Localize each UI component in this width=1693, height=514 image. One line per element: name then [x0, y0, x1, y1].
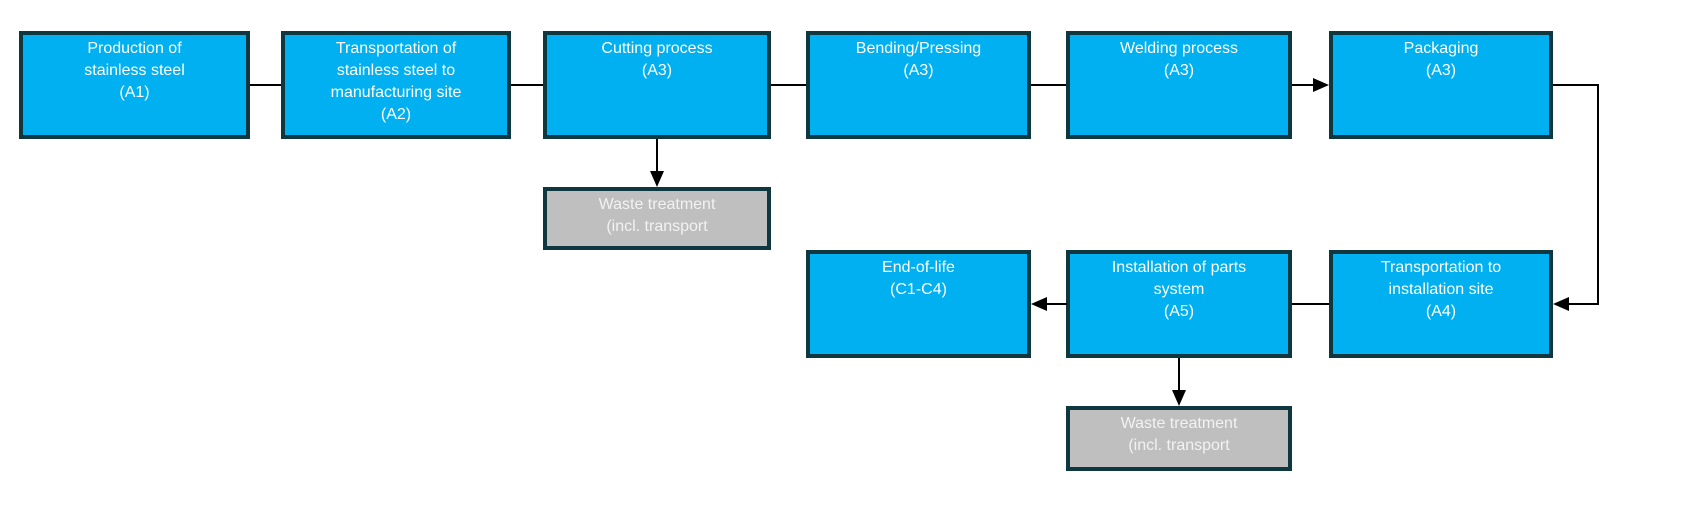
connector-a4-a5 [1292, 303, 1329, 305]
node-packaging-a3: Packaging (A3) [1329, 31, 1553, 139]
connector-packaging-elbow-bottom [1568, 303, 1599, 305]
node-waste-treatment-1: Waste treatment (incl. transport [543, 187, 771, 250]
arrowhead-left-transport-a4 [1553, 297, 1569, 311]
connector-cutting-waste1 [656, 139, 658, 172]
connector-a5-waste2 [1178, 358, 1180, 391]
arrowhead-down-waste1 [650, 171, 664, 187]
node-installation-a5: Installation of parts system (A5) [1066, 250, 1292, 358]
node-cutting-a3: Cutting process (A3) [543, 31, 771, 139]
connector-a5-endoflife [1047, 303, 1067, 305]
node-bending-pressing-a3: Bending/Pressing (A3) [806, 31, 1031, 139]
connector-a1-a2 [250, 84, 281, 86]
node-end-of-life-c1-c4: End-of-life (C1-C4) [806, 250, 1031, 358]
arrowhead-right-packaging [1313, 78, 1329, 92]
node-production-a1: Production of stainless steel (A1) [19, 31, 250, 139]
connector-welding-packaging [1292, 84, 1314, 86]
connector-a2-cutting [511, 84, 543, 86]
node-transport-installation-a4: Transportation to installation site (A4) [1329, 250, 1553, 358]
arrowhead-left-endoflife [1031, 297, 1047, 311]
node-waste-treatment-2: Waste treatment (incl. transport [1066, 406, 1292, 471]
arrowhead-down-waste2 [1172, 390, 1186, 406]
connector-packaging-elbow-top [1553, 84, 1599, 86]
connector-cutting-bending [771, 84, 806, 86]
node-welding-a3: Welding process (A3) [1066, 31, 1292, 139]
node-transport-manufacturing-a2: Transportation of stainless steel to man… [281, 31, 511, 139]
connector-bending-welding [1031, 84, 1066, 86]
connector-packaging-elbow-vertical [1597, 84, 1599, 305]
